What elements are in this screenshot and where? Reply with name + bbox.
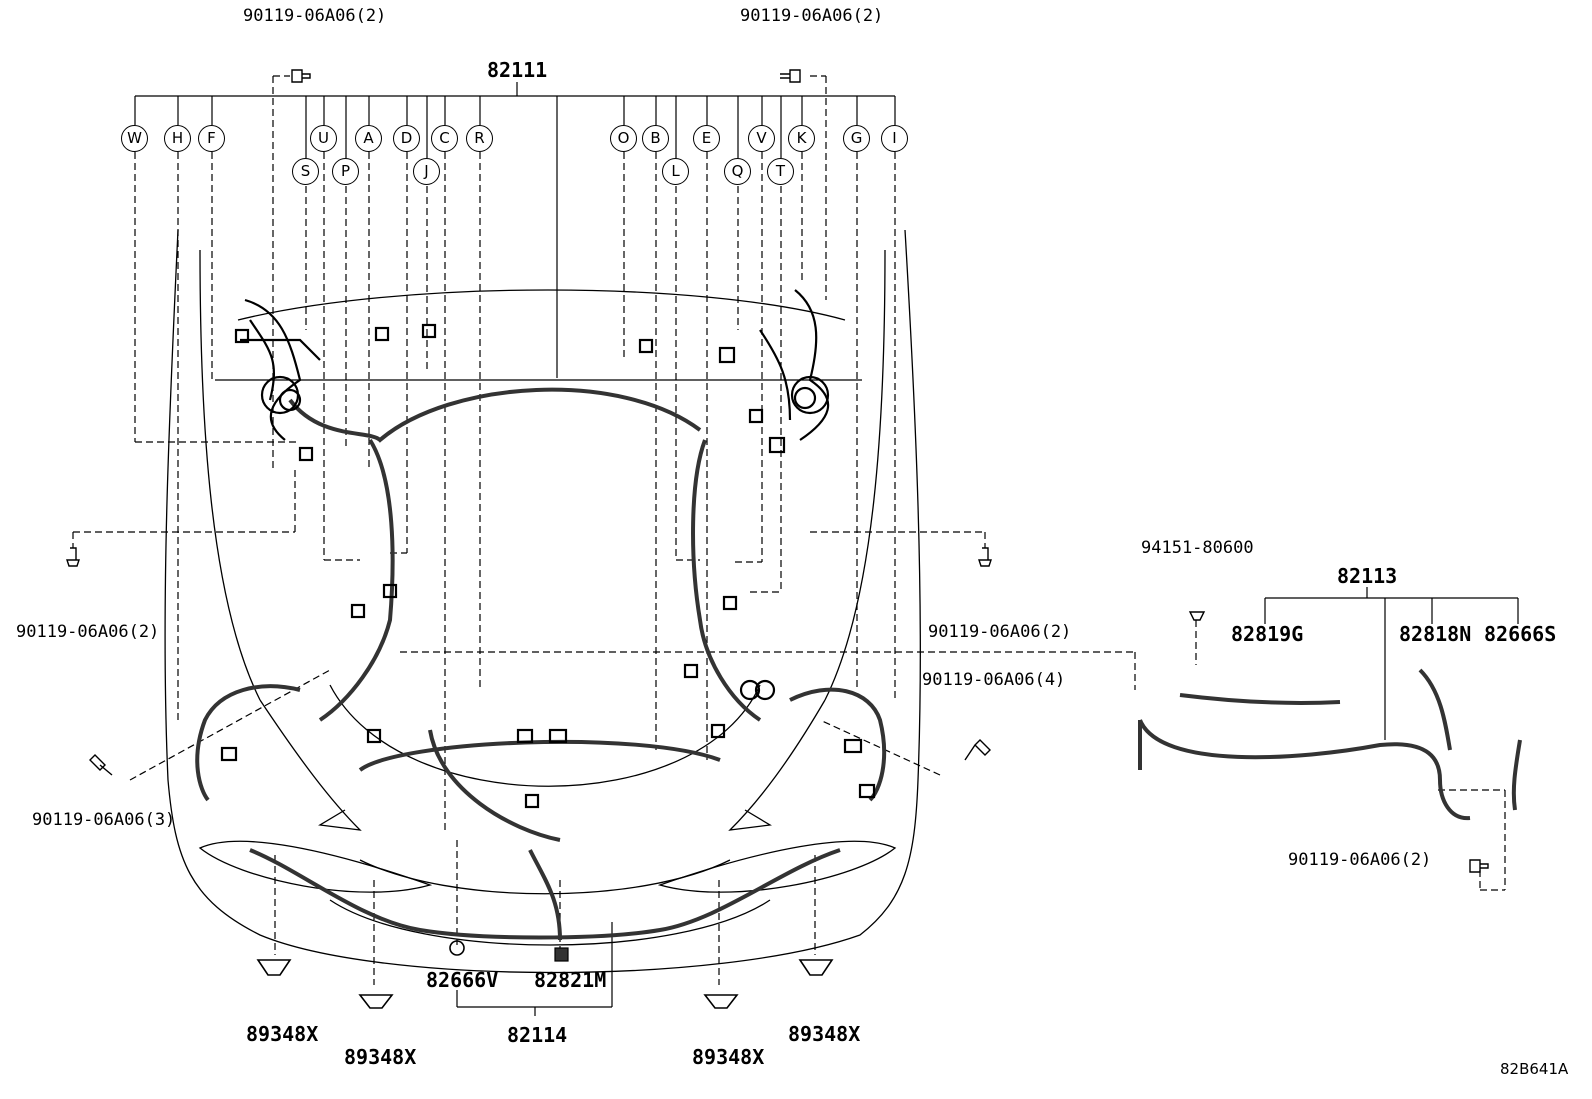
callout-j: J <box>413 158 440 185</box>
harness-main-trunk <box>195 387 1522 941</box>
sub-harness-front-label: 82114 <box>507 1023 568 1047</box>
callout-l: L <box>662 158 689 185</box>
dashed-leaders <box>72 75 1506 985</box>
bolt-label-panel: 90119-06A06(2) <box>1288 850 1432 870</box>
bracket-label-1: 89348X <box>246 1022 319 1046</box>
main-harness-label: 82111 <box>487 58 548 82</box>
bracket-glyphs <box>256 959 834 1009</box>
part-82818n: 82818N <box>1399 622 1472 646</box>
callout-q: Q <box>724 158 751 185</box>
main-harness-leader <box>134 82 1519 1016</box>
engine-bay-harness-right <box>524 289 876 809</box>
bolt-label-top-left: 90119-06A06(2) <box>243 6 387 26</box>
callout-p: P <box>332 158 359 185</box>
callout-t: T <box>767 158 794 185</box>
callout-c: C <box>431 125 458 152</box>
diagram-code: 82B641A <box>1500 1060 1569 1078</box>
part-82666s: 82666S <box>1484 622 1557 646</box>
bracket-label-3: 89348X <box>692 1045 765 1069</box>
bolt-label-left-3: 90119-06A06(3) <box>32 810 176 830</box>
callout-h: H <box>164 125 191 152</box>
callout-i: I <box>881 125 908 152</box>
callout-e: E <box>693 125 720 152</box>
bracket-label-4: 89348X <box>788 1022 861 1046</box>
bolt-glyphs <box>66 69 1489 873</box>
part-82819g: 82819G <box>1231 622 1304 646</box>
callout-f: F <box>198 125 225 152</box>
callout-b: B <box>642 125 669 152</box>
callout-a: A <box>355 125 382 152</box>
grommet-82666v <box>449 940 465 956</box>
callout-w: W <box>121 125 148 152</box>
callout-v: V <box>748 125 775 152</box>
callout-d: D <box>393 125 420 152</box>
vehicle-body-outline <box>164 229 921 974</box>
callout-u: U <box>310 125 337 152</box>
bracket-label-2: 89348X <box>344 1045 417 1069</box>
bolt-label-mid-left: 90119-06A06(2) <box>16 622 160 642</box>
callout-s: S <box>292 158 319 185</box>
clip-label: 94151-80600 <box>1141 538 1254 558</box>
callout-g: G <box>843 125 870 152</box>
bolt-label-mid-right: 90119-06A06(2) <box>928 622 1072 642</box>
bolt-label-right-4: 90119-06A06(4) <box>922 670 1066 690</box>
connector-82821m <box>554 947 569 962</box>
engine-bay-harness-left <box>220 298 568 762</box>
bolt-label-top-right: 90119-06A06(2) <box>740 6 884 26</box>
sub-harness-right-label: 82113 <box>1337 564 1398 588</box>
part-82821m: 82821M <box>534 968 607 992</box>
callout-r: R <box>466 125 493 152</box>
callout-k: K <box>788 125 815 152</box>
callout-o: O <box>610 125 637 152</box>
part-82666v: 82666V <box>426 968 499 992</box>
